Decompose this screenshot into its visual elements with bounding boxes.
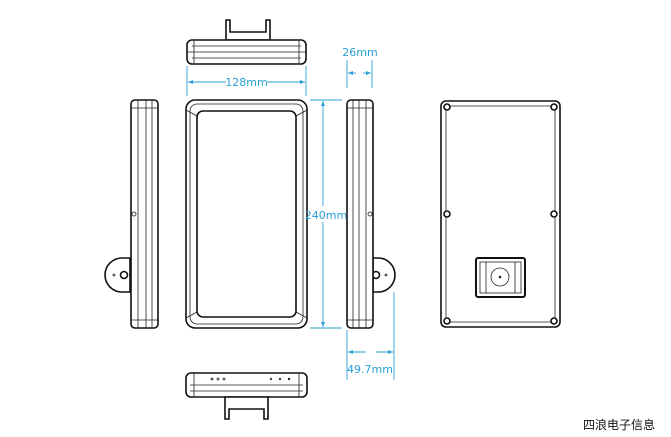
- thickness-label: 26mm: [342, 46, 377, 59]
- left-side-view: [104, 99, 159, 329]
- height-label: 240mm: [305, 209, 347, 222]
- dimension-depth: 49.7mm: [346, 292, 395, 380]
- right-side-view: [346, 99, 396, 329]
- screw-icon: [119, 270, 129, 280]
- dimension-thickness: 26mm: [342, 46, 378, 88]
- top-view: [186, 19, 307, 65]
- dimension-width: 128mm: [186, 66, 307, 96]
- width-label: 128mm: [225, 76, 267, 89]
- bottom-view: [185, 372, 308, 420]
- back-view: [440, 100, 561, 328]
- mount-module: [475, 257, 526, 298]
- brand-watermark: 四浪电子信息: [583, 418, 656, 432]
- front-view: [185, 99, 308, 329]
- dimension-height: 240mm: [305, 99, 347, 329]
- screw-icons: [443, 103, 558, 325]
- depth-label: 49.7mm: [347, 363, 393, 376]
